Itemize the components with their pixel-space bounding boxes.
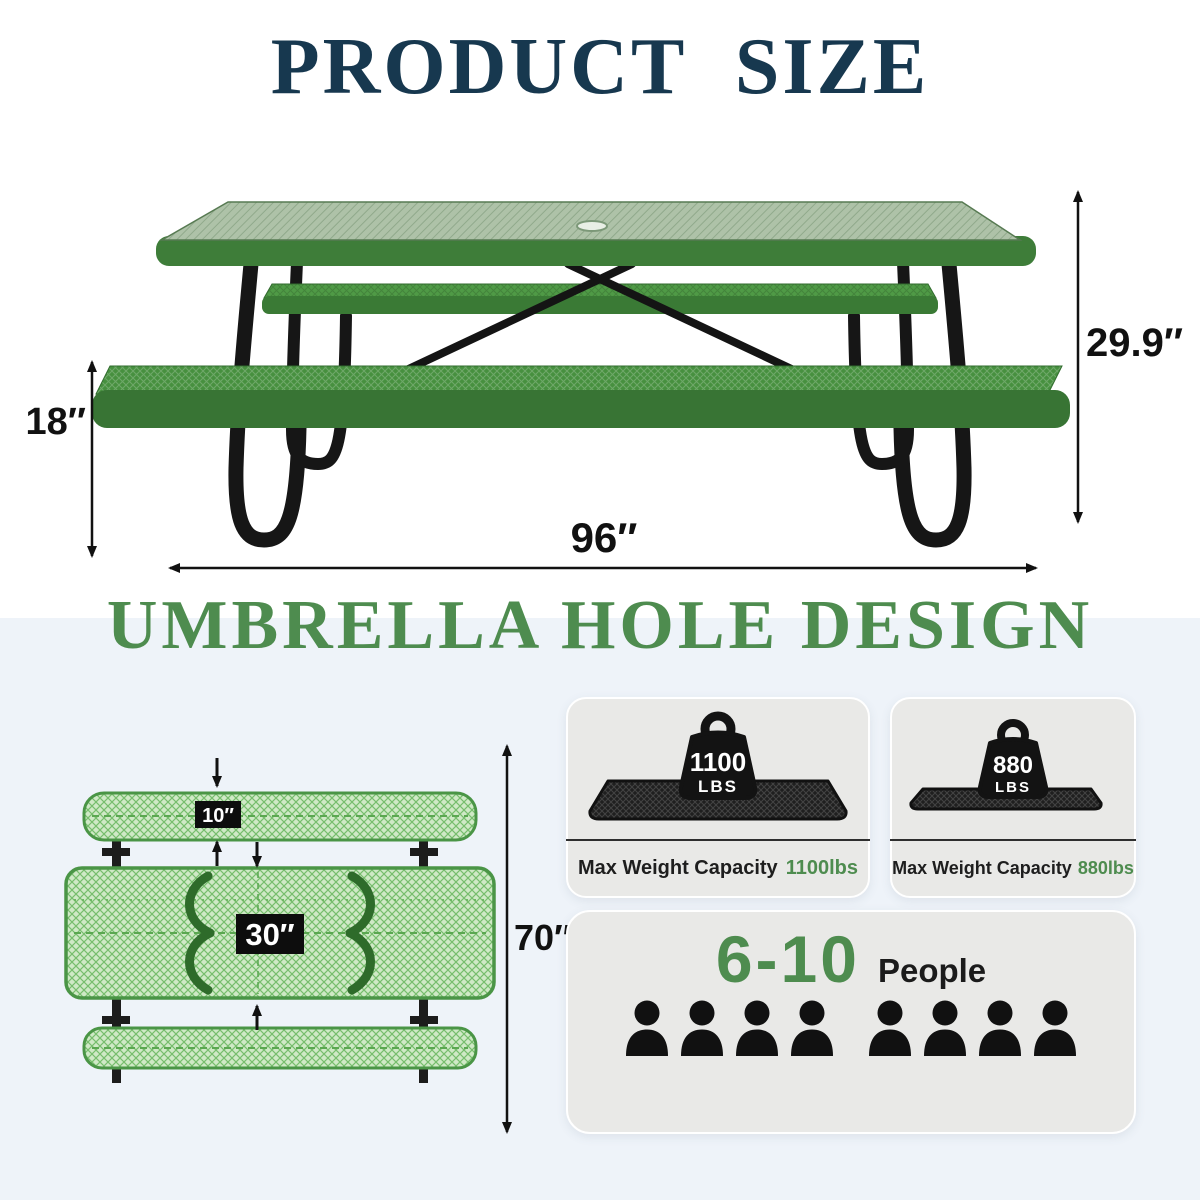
overall-depth-dimension: 70″: [502, 744, 571, 1134]
top-view-leg-connectors: [102, 834, 438, 1083]
weight-body: [977, 737, 1049, 799]
person-icon: [979, 1000, 1021, 1056]
page-title: PRODUCT SIZE: [270, 23, 930, 111]
weight-on-bench-icon: 880 LBS: [909, 719, 1103, 811]
top-view-measure-arrows: [212, 758, 262, 1030]
bench-capacity-card: 880 LBS Max Weight Capacity 880lbs: [890, 697, 1136, 898]
person-icon: [736, 1000, 778, 1056]
weight-value: 880: [993, 752, 1033, 779]
person-icon: [869, 1000, 911, 1056]
capacity-value: 880lbs: [1077, 858, 1134, 878]
top-view-lower-bench: [82, 1026, 478, 1070]
table-depth-label: 30″: [245, 917, 294, 952]
person-icon: [681, 1000, 723, 1056]
picnic-table-illustration: 18″ 29.9″ 96″: [26, 190, 1183, 573]
table-depth-callout: 30″: [236, 914, 304, 954]
rear-bench: [262, 283, 938, 314]
top-view-diagram: 10″ 30″ 70″: [64, 744, 571, 1134]
umbrella-hole: [576, 220, 608, 232]
person-icon: [626, 1000, 668, 1056]
weight-unit: LBS: [698, 777, 738, 796]
table-weight-icon-wrap: 1100 LBS: [568, 703, 868, 835]
people-range: 6-10: [715, 922, 860, 996]
card-divider: [890, 839, 1136, 841]
top-view-upper-bench: [82, 791, 478, 842]
bench-capacity-caption: Max Weight Capacity 880lbs: [892, 841, 1134, 896]
capacity-label: Max Weight Capacity: [892, 858, 1072, 878]
bench-height-dimension: 18″: [26, 360, 97, 558]
card-divider: [566, 839, 870, 841]
table-height-dimension: 29.9″: [1073, 190, 1183, 524]
bench-depth-callout: 10″: [195, 801, 241, 828]
weight-value: 1100: [690, 747, 746, 777]
person-icon: [1034, 1000, 1076, 1056]
capacity-value: 1100lbs: [785, 857, 858, 879]
table-capacity-card: 1100 LBS Max Weight Capacity 1100lbs: [566, 697, 870, 898]
people-icons-row: [568, 1000, 1134, 1056]
people-icon-group-2: [867, 1000, 1078, 1056]
people-heading: 6-10 People: [568, 926, 1134, 992]
table-length-dimension: 96″: [168, 514, 1038, 573]
people-capacity-card: 6-10 People: [566, 910, 1136, 1134]
person-icon: [791, 1000, 833, 1056]
umbrella-section-title: UMBRELLA HOLE DESIGN: [106, 587, 1094, 664]
capacity-label: Max Weight Capacity: [578, 857, 778, 879]
front-legs: [228, 256, 972, 548]
overall-depth-label: 70″: [514, 917, 571, 958]
top-view-seams: [74, 815, 486, 1049]
person-icon: [924, 1000, 966, 1056]
tabletop: [156, 201, 1036, 266]
weight-body: [678, 730, 758, 800]
bench-depth-label: 10″: [202, 805, 234, 827]
weight-on-table-icon: 1100 LBS: [588, 711, 848, 821]
bench-weight-icon-wrap: 880 LBS: [892, 703, 1134, 835]
people-icon-group-1: [624, 1000, 835, 1056]
bench-height-label: 18″: [26, 401, 86, 443]
table-height-label: 29.9″: [1086, 321, 1183, 365]
front-bench: [92, 365, 1070, 428]
people-label: People: [877, 952, 987, 989]
table-length-label: 96″: [571, 514, 638, 561]
weight-unit: LBS: [995, 779, 1031, 796]
table-capacity-caption: Max Weight Capacity 1100lbs: [568, 841, 868, 896]
